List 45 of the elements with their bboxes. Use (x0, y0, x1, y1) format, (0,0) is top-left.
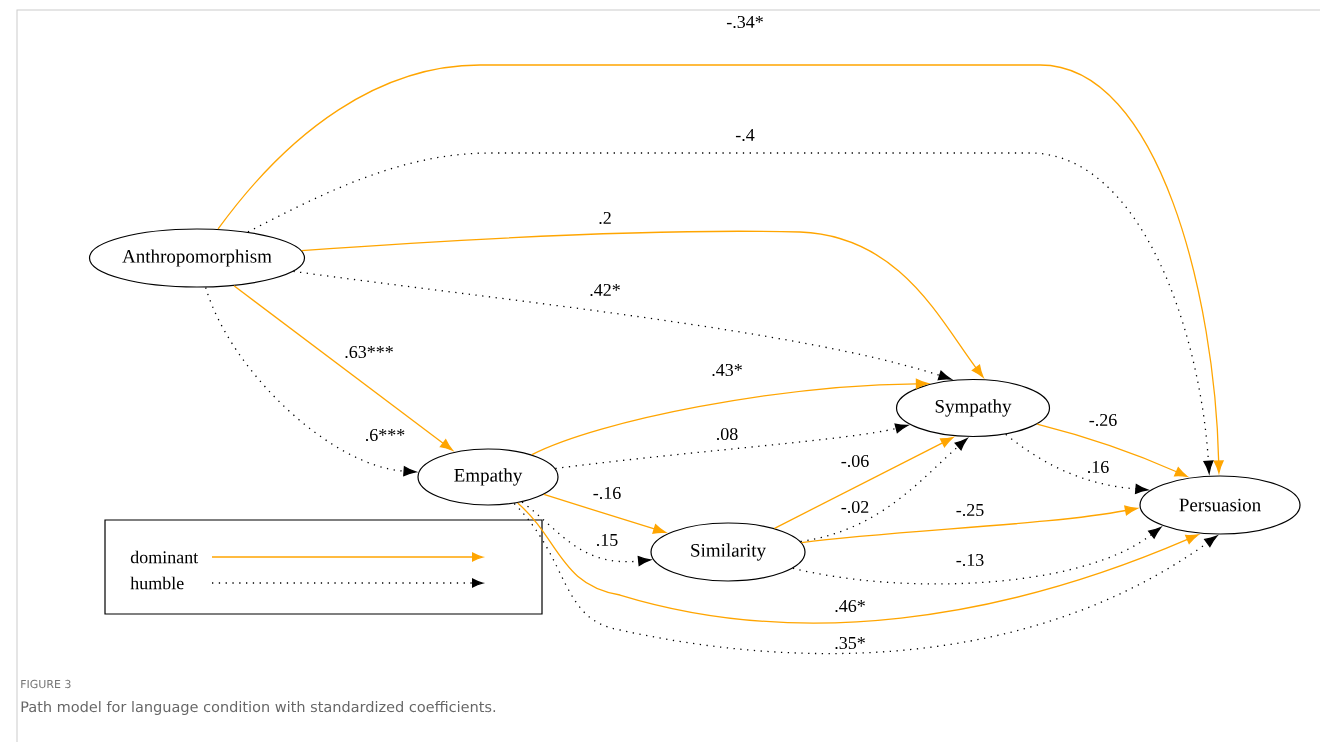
edge-label: .35* (832, 635, 868, 651)
arrow (521, 501, 651, 567)
edge-label: .42* (587, 282, 623, 298)
arrow (543, 493, 666, 534)
arrow (531, 378, 929, 456)
arrow (247, 152, 1214, 474)
ellipse-node: Persuasion (1139, 475, 1301, 535)
arrow (517, 502, 1199, 624)
edge-label: -.13 (954, 552, 986, 568)
edge-label: -.06 (839, 453, 871, 469)
edge-label: .08 (714, 426, 740, 442)
edge-label: -.02 (839, 499, 871, 515)
edge-label: .16 (1085, 459, 1111, 475)
arrow (554, 423, 909, 470)
edge-label: .2 (596, 210, 614, 226)
arrow (799, 438, 968, 543)
ellipse-node: Empathy (417, 448, 559, 506)
arrow (1036, 423, 1188, 478)
ellipse-node: Similarity (650, 522, 806, 582)
arrow (513, 502, 1218, 655)
edge-label: .63*** (342, 344, 396, 360)
legend-label: dominant (130, 550, 199, 564)
arrow (233, 285, 453, 451)
edge-label: -.16 (591, 485, 623, 501)
ellipse-node: Sympathy (895, 378, 1051, 438)
edge-label: .6*** (363, 427, 407, 443)
arrow (217, 64, 1224, 474)
figure-number: FIGURE 3 (21, 679, 71, 689)
caption: Path model for language condition with standardized coefficients. (21, 701, 496, 715)
arrow (292, 270, 952, 381)
edge-label: -.25 (954, 502, 986, 518)
arrow (792, 526, 1162, 585)
legend-label: humble (130, 576, 184, 590)
arrow (800, 505, 1138, 544)
edge-label: -.34* (724, 14, 766, 30)
edge-label: .46* (832, 598, 868, 614)
edge-label: -.4 (733, 127, 757, 143)
arrow (1005, 433, 1149, 494)
edge-label: -.26 (1087, 412, 1119, 428)
arrow (773, 436, 954, 529)
ellipse-node: Anthropomorphism (88, 228, 306, 288)
edge-label: .15 (594, 532, 620, 548)
edge-label: .43* (709, 362, 745, 378)
arrow (205, 286, 417, 477)
arrow (301, 230, 984, 378)
